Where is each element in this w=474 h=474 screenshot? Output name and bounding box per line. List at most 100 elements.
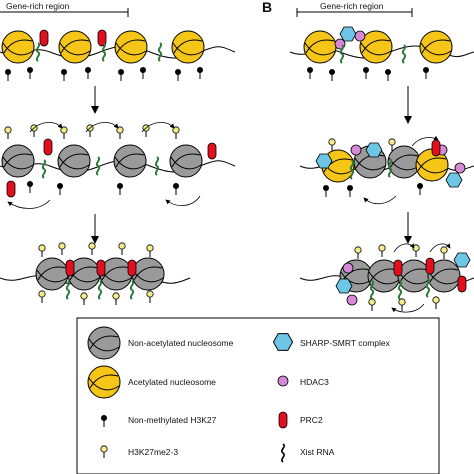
chromatin-row-b1	[289, 26, 474, 82]
hdac3-icon	[346, 294, 358, 306]
xist-rna-icon	[157, 42, 163, 62]
xist-rna-icon	[35, 42, 41, 62]
xist-rna-icon	[154, 156, 160, 176]
panel-a: Gene-rich region	[0, 1, 236, 306]
chromatin-row-a1	[0, 29, 236, 82]
region-label-b: Gene-rich region	[320, 1, 384, 11]
non-methylated-h3k27-icon	[306, 66, 314, 80]
legend-label-5: HDAC3	[300, 377, 329, 387]
non-acetylated-nucleosome-icon	[35, 257, 69, 291]
hdac3-icon	[350, 144, 362, 156]
prc2-icon	[431, 139, 441, 157]
non-methylated-h3k27-icon	[116, 182, 124, 196]
h3k27me2-3-icon	[412, 244, 420, 258]
h3k27me2-3-icon	[432, 296, 440, 310]
non-acetylated-nucleosome-icon	[387, 145, 421, 179]
non-methylated-h3k27-icon	[56, 182, 64, 196]
non-methylated-h3k27-icon	[172, 182, 180, 196]
non-acetylated-nucleosome-icon	[57, 144, 91, 178]
acetylated-nucleosome-icon	[171, 30, 205, 64]
sharp-smrt-complex-icon	[453, 252, 471, 268]
non-acetylated-nucleosome-icon	[1, 144, 35, 178]
prc2-icon	[425, 257, 435, 275]
non-acetylated-nucleosome-icon	[397, 259, 431, 293]
non-methylated-h3k27-icon	[384, 68, 392, 82]
yellow-nucleosome-icon	[87, 365, 121, 399]
chromatin-row-b2	[299, 135, 474, 205]
blue-hexagon-icon	[272, 333, 294, 351]
non-acetylated-nucleosome-icon	[169, 144, 203, 178]
non-methylated-h3k27-icon	[346, 184, 354, 198]
acetylated-nucleosome-icon	[1, 30, 35, 64]
non-methylated-h3k27-icon	[422, 66, 430, 80]
squiggle-icon	[281, 443, 285, 463]
acetylated-nucleosome-icon	[303, 30, 337, 64]
h3k27me2-3-icon	[4, 126, 12, 140]
prc2-icon	[127, 259, 137, 277]
legend-label-6: PRC2	[300, 415, 323, 425]
h3k27me2-3-icon	[116, 126, 124, 140]
h3k27me2-3-icon	[112, 292, 120, 306]
h3k27me2-3-icon	[440, 246, 448, 260]
xist-rna-icon	[129, 280, 135, 300]
panel-b: B Gene-rich region	[262, 0, 474, 313]
h3k27me2-3-icon	[354, 246, 362, 260]
sharp-smrt-complex-icon	[335, 278, 353, 294]
legend: Non-acetylated nucleosome Acetylated nuc…	[76, 317, 440, 474]
non-methylated-h3k27-icon	[4, 68, 12, 82]
prc2-icon	[96, 259, 106, 277]
non-methylated-h3k27-icon	[322, 184, 330, 198]
hdac3-icon	[342, 262, 354, 274]
sharp-smrt-complex-icon	[365, 142, 383, 158]
panel-letter-b: B	[262, 0, 272, 15]
prc2-icon	[207, 142, 217, 160]
legend-box	[76, 317, 440, 474]
non-methylated-h3k27-icon	[362, 66, 370, 80]
non-methylated-h3k27-icon	[26, 66, 34, 80]
chromatin-row-a3	[0, 242, 191, 306]
xist-rna-icon	[95, 156, 101, 176]
pink-circle-icon	[277, 375, 289, 387]
legend-label-1: Acetylated nucleosome	[128, 377, 216, 387]
prc2-icon	[65, 259, 75, 277]
prc2-icon	[6, 180, 16, 198]
h3k27me2-3-icon	[38, 290, 46, 304]
red-capsule-icon	[278, 411, 288, 429]
chromatin-row-b3	[299, 243, 474, 313]
non-methylated-h3k27-icon	[416, 182, 424, 196]
chromatin-row-a2	[0, 122, 236, 209]
non-methylated-h3k27-icon	[60, 68, 68, 82]
non-methylated-h3k27-icon	[26, 180, 34, 194]
non-methylated-h3k27-icon	[196, 66, 204, 80]
non-methylated-h3k27-icon	[328, 68, 336, 82]
hdac3-icon	[354, 30, 366, 42]
sharp-smrt-complex-icon	[445, 172, 463, 188]
legend-label-4: SHARP-SMRT complex	[300, 338, 391, 348]
legend-label-0: Non-acetylated nucleosome	[128, 338, 234, 348]
prc2-icon	[393, 259, 403, 277]
acetylated-nucleosome-icon	[419, 30, 453, 64]
h3k27me2-3-icon	[172, 126, 180, 140]
acetylated-nucleosome-icon	[58, 30, 92, 64]
h3k27me2-3-icon	[38, 244, 46, 258]
xist-rna-icon	[41, 159, 47, 179]
sharp-smrt-complex-icon	[315, 153, 333, 169]
sharp-smrt-complex-icon	[339, 26, 357, 42]
legend-label-3: H3K27me2-3	[128, 447, 178, 457]
gray-nucleosome-icon	[87, 326, 121, 360]
gene-rich-region-bracket-b	[296, 8, 413, 17]
non-acetylated-nucleosome-icon	[113, 144, 147, 178]
h3k27me2-3-icon	[146, 290, 154, 304]
h3k27me2-3-icon	[398, 298, 406, 312]
xist-rna-icon	[97, 280, 103, 300]
non-methylated-h3k27-icon	[84, 66, 92, 80]
prc2-icon	[457, 275, 467, 293]
prc2-icon	[43, 138, 53, 156]
prc2-icon	[39, 29, 49, 47]
h3k27me2-3-icon	[58, 242, 66, 256]
legend-label-7: Xist RNA	[300, 447, 335, 457]
h3k27me2-3-icon	[368, 298, 376, 312]
legend-label-2: Non-methylated H3K27	[128, 415, 217, 425]
h3k27me2-3-icon	[378, 244, 386, 258]
